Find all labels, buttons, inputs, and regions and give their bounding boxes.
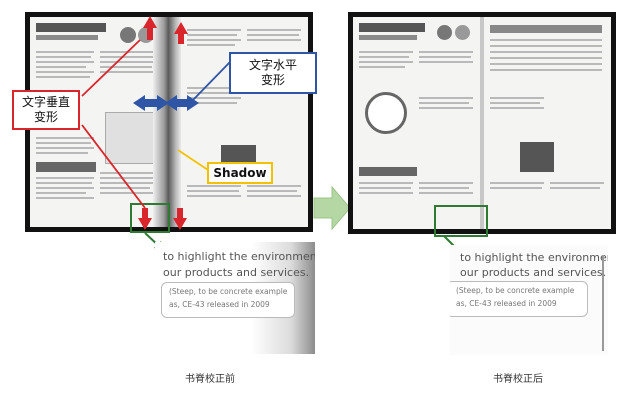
- callout-horizontal-deform: 文字水平 变形: [229, 52, 317, 94]
- arrow-up-icon: [174, 22, 188, 44]
- book-after: [348, 12, 616, 234]
- arrow-left-right-icon: [133, 95, 169, 111]
- right-page-after: [484, 17, 611, 229]
- zoom-box-line2: as, CE-43 released in 2009: [456, 299, 557, 308]
- zoom-line1: to highlight the environmental: [163, 250, 315, 263]
- left-page-after: [353, 17, 480, 229]
- zoom-box-line1: (Steep, to be concrete example: [456, 286, 575, 295]
- callout-shadow: Shadow: [207, 162, 273, 184]
- caption-before: 书脊校正前: [185, 374, 235, 385]
- callout-vertical-deform: 文字垂直 变形: [12, 90, 80, 130]
- spine-shadow: [153, 17, 181, 227]
- zoom-inset-box: [450, 281, 588, 317]
- zoom-text-after: to highlight the environmental our produ…: [450, 245, 608, 355]
- caption-after: 书脊校正后: [493, 374, 543, 385]
- arrow-left-right-icon: [165, 95, 199, 111]
- book-before: [25, 12, 313, 232]
- zoom-line1: to highlight the environmental: [460, 251, 608, 264]
- zoom-box-line2: as, CE-43 released in 2009: [169, 300, 270, 309]
- zoom-text-before: to highlight the environmental our produ…: [155, 242, 315, 354]
- arrow-right-icon: [313, 185, 351, 231]
- selection-box-after: [434, 205, 488, 237]
- zoom-inset-box: [161, 282, 295, 318]
- selection-box-before: [130, 203, 170, 233]
- zoom-box-line1: (Steep, to be concrete example: [169, 287, 288, 296]
- left-page-before: [30, 17, 165, 227]
- arrow-down-icon: [173, 208, 187, 230]
- zoom-line2: our products and services.: [460, 266, 607, 279]
- arrow-down-icon: [138, 208, 152, 230]
- arrow-up-icon: [143, 16, 157, 40]
- zoom-line2: our products and services.: [163, 266, 310, 279]
